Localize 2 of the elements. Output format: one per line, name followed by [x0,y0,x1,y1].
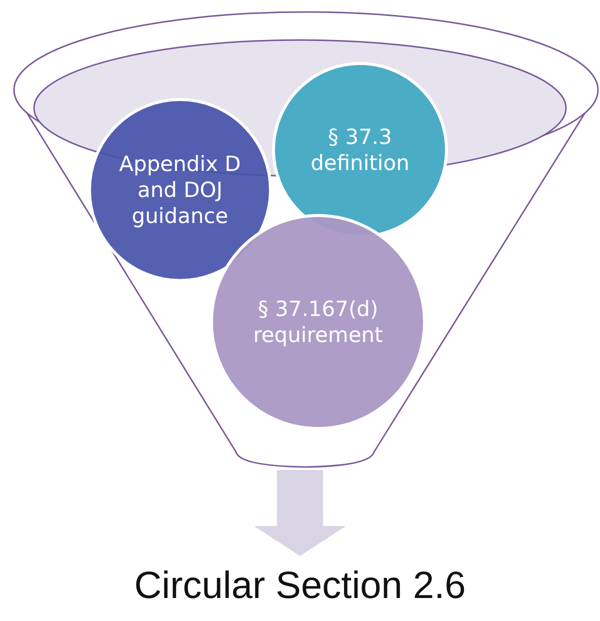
arrow [254,470,346,556]
result-label: Circular Section 2.6 [90,556,510,616]
